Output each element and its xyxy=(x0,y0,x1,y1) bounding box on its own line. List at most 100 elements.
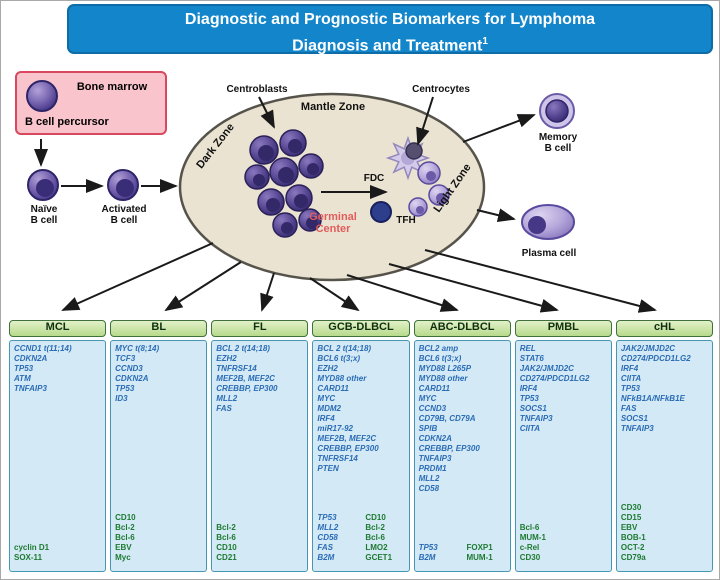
gene-mutation: IRF4 xyxy=(317,414,335,423)
protein-marker: CD30 xyxy=(620,503,642,512)
column-header: GCB-DLBCL xyxy=(312,320,410,337)
title-line-2: Diagnosis and Treatment1 xyxy=(292,36,488,55)
protein-marker: EBV xyxy=(115,543,132,552)
gene-mutation: CDKN2A xyxy=(115,374,149,383)
protein-marker: Bcl-2 xyxy=(365,523,385,532)
protein-marker: CD21 xyxy=(216,553,237,562)
bone-marrow-label: Bone marrow xyxy=(76,81,148,93)
gene-mutation: CD79B, CD79A xyxy=(418,414,476,423)
gene-mutation: TP53 xyxy=(519,394,539,403)
gene-mutation: CREBBP, EP300 xyxy=(216,384,278,393)
gene-mutation: MYC xyxy=(418,394,437,403)
gene-mutation: TP53 xyxy=(115,384,135,393)
column-header: BL xyxy=(110,320,208,337)
gene-mutation: SOCS1 xyxy=(519,404,547,413)
gene-mutation: CDKN2A xyxy=(418,434,452,443)
gene-mutation: MYD88 L265P xyxy=(418,364,472,373)
gene-mutation: ID3 xyxy=(115,394,128,403)
gene-mutation: FAS xyxy=(620,404,637,413)
centroblasts-label: Centroblasts xyxy=(226,84,288,95)
gene-mutation: CREBBP, EP300 xyxy=(317,444,379,453)
gene-mutation: CD58 xyxy=(418,484,440,493)
protein-marker: Bcl-6 xyxy=(365,533,385,542)
tfh-label: TFH xyxy=(396,215,416,226)
gene-mutation: TP53 xyxy=(14,364,34,373)
gene-mutation: TNFAIP3 xyxy=(14,384,47,393)
gene-mutation: B2M xyxy=(418,553,436,562)
protein-marker: FOXP1 xyxy=(466,543,493,552)
protein-marker: CD30 xyxy=(519,553,541,562)
centrocyte-cells xyxy=(405,142,450,217)
mantle-zone-label: Mantle Zone xyxy=(300,101,366,113)
gene-mutation: CREBBP, EP300 xyxy=(418,444,480,453)
spacer xyxy=(621,434,708,503)
gene-mutation: MDM2 xyxy=(317,404,341,413)
gene-mutation: PTEN xyxy=(317,464,339,473)
b-cell-precursor-icon xyxy=(26,80,58,112)
b-cell-precursor-label: B cell percursor xyxy=(25,116,109,128)
gene-mutation: JAK2/JMJD2C xyxy=(620,344,676,353)
gene-mutation: MYC t(8;14) xyxy=(115,344,160,353)
protein-marker: cyclin D1 xyxy=(14,543,50,552)
gene-mutation: REL xyxy=(519,344,536,353)
gene-mutation: TNFAIP3 xyxy=(418,454,452,463)
spacer xyxy=(419,494,506,543)
column-header: ABC-DLBCL xyxy=(413,320,511,337)
gene-mutation: TP53 xyxy=(317,513,337,522)
protein-marker: EBV xyxy=(620,523,638,532)
gene-mutation: B2M xyxy=(317,553,335,562)
column-header: MCL xyxy=(9,320,107,337)
spacer xyxy=(14,394,101,543)
gene-mutation: MLL2 xyxy=(317,523,339,532)
gene-mutation: FAS xyxy=(216,404,232,413)
spacer xyxy=(115,404,202,513)
fdc-label: FDC xyxy=(363,173,385,184)
gene-mutation: BCL 2 t(14;18) xyxy=(317,344,372,353)
gene-mutation: CARD11 xyxy=(418,384,450,393)
gene-mutation: MYD88 other xyxy=(418,374,468,383)
gene-mutation: TNFAIP3 xyxy=(620,424,654,433)
gene-mutation: BCL6 t(3;x) xyxy=(317,354,361,363)
memory-b-cell-icon xyxy=(539,93,575,129)
gene-mutation: MYD88 other xyxy=(317,374,367,383)
gene-mutation: PRDM1 xyxy=(418,464,447,473)
gene-mutation: CCND3 xyxy=(115,364,143,373)
spacer xyxy=(317,474,404,513)
gene-mutation: MEF2B, MEF2C xyxy=(317,434,377,443)
title-superscript: 1 xyxy=(482,36,488,47)
gene-mutation: BCL2 amp xyxy=(418,344,459,353)
gene-mutation: CIITA xyxy=(519,424,540,433)
protein-marker: CD15 xyxy=(620,513,642,522)
gene-mutation: MEF2B, MEF2C xyxy=(216,374,275,383)
gene-mutation: TCF3 xyxy=(115,354,136,363)
protein-marker: LMO2 xyxy=(365,543,388,552)
gene-mutation: CD58 xyxy=(317,533,338,542)
protein-marker: CD10 xyxy=(216,543,237,552)
protein-marker: OCT-2 xyxy=(620,543,645,552)
protein-marker: CD10 xyxy=(115,513,136,522)
gene-mutation: NFkB1A/NFkB1E xyxy=(620,394,685,403)
gene-mutation: CD274/PDCD1LG2 xyxy=(620,354,691,363)
gene-mutation: CD274/PDCD1LG2 xyxy=(519,374,590,383)
protein-marker: Bcl-6 xyxy=(519,523,540,532)
gene-mutation: FAS xyxy=(317,543,333,552)
